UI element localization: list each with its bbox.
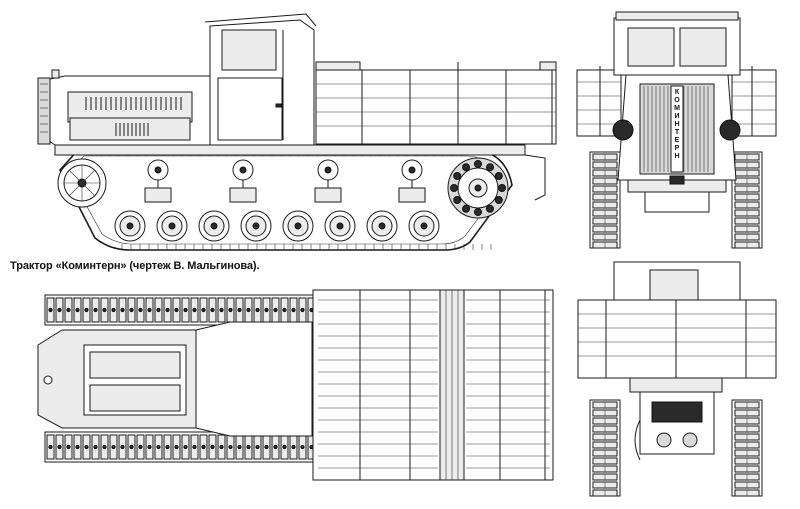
road-wheel: [114, 210, 146, 242]
road-wheel: [408, 210, 440, 242]
rear-drive-sprocket: [447, 157, 509, 219]
front-left-track: [589, 151, 621, 249]
road-wheel: [156, 210, 188, 242]
rear-right-track: [731, 399, 763, 497]
chassis-frame: [54, 144, 526, 156]
road-wheel: [324, 210, 356, 242]
road-wheel: [240, 210, 272, 242]
road-wheels: [114, 210, 440, 242]
front-right-track: [731, 151, 763, 249]
cab-window: [221, 29, 277, 71]
cargo-bed-top: [312, 289, 554, 481]
top-view: [37, 289, 554, 481]
hood-louvres-lower: [115, 123, 149, 136]
radiator-side: [37, 77, 51, 145]
right-headlight: [719, 119, 741, 141]
road-wheel: [198, 210, 230, 242]
hood-louvres-upper: [85, 97, 182, 110]
rear-view: [577, 261, 777, 497]
top-left-track: [44, 294, 316, 326]
cargo-bed: [315, 69, 557, 145]
return-rollers: [147, 159, 423, 181]
front-idler-wheel: [57, 158, 107, 208]
suspension-bogies: [144, 180, 426, 203]
drawing-caption: Трактор «Коминтерн» (чертеж В. Мальгинов…: [10, 260, 260, 272]
road-wheel: [366, 210, 398, 242]
top-right-track: [44, 431, 316, 463]
cab-roof: [195, 321, 313, 437]
road-wheel: [282, 210, 314, 242]
rear-left-track: [589, 399, 621, 497]
side-view: [37, 13, 557, 251]
left-headlight: [612, 119, 634, 141]
